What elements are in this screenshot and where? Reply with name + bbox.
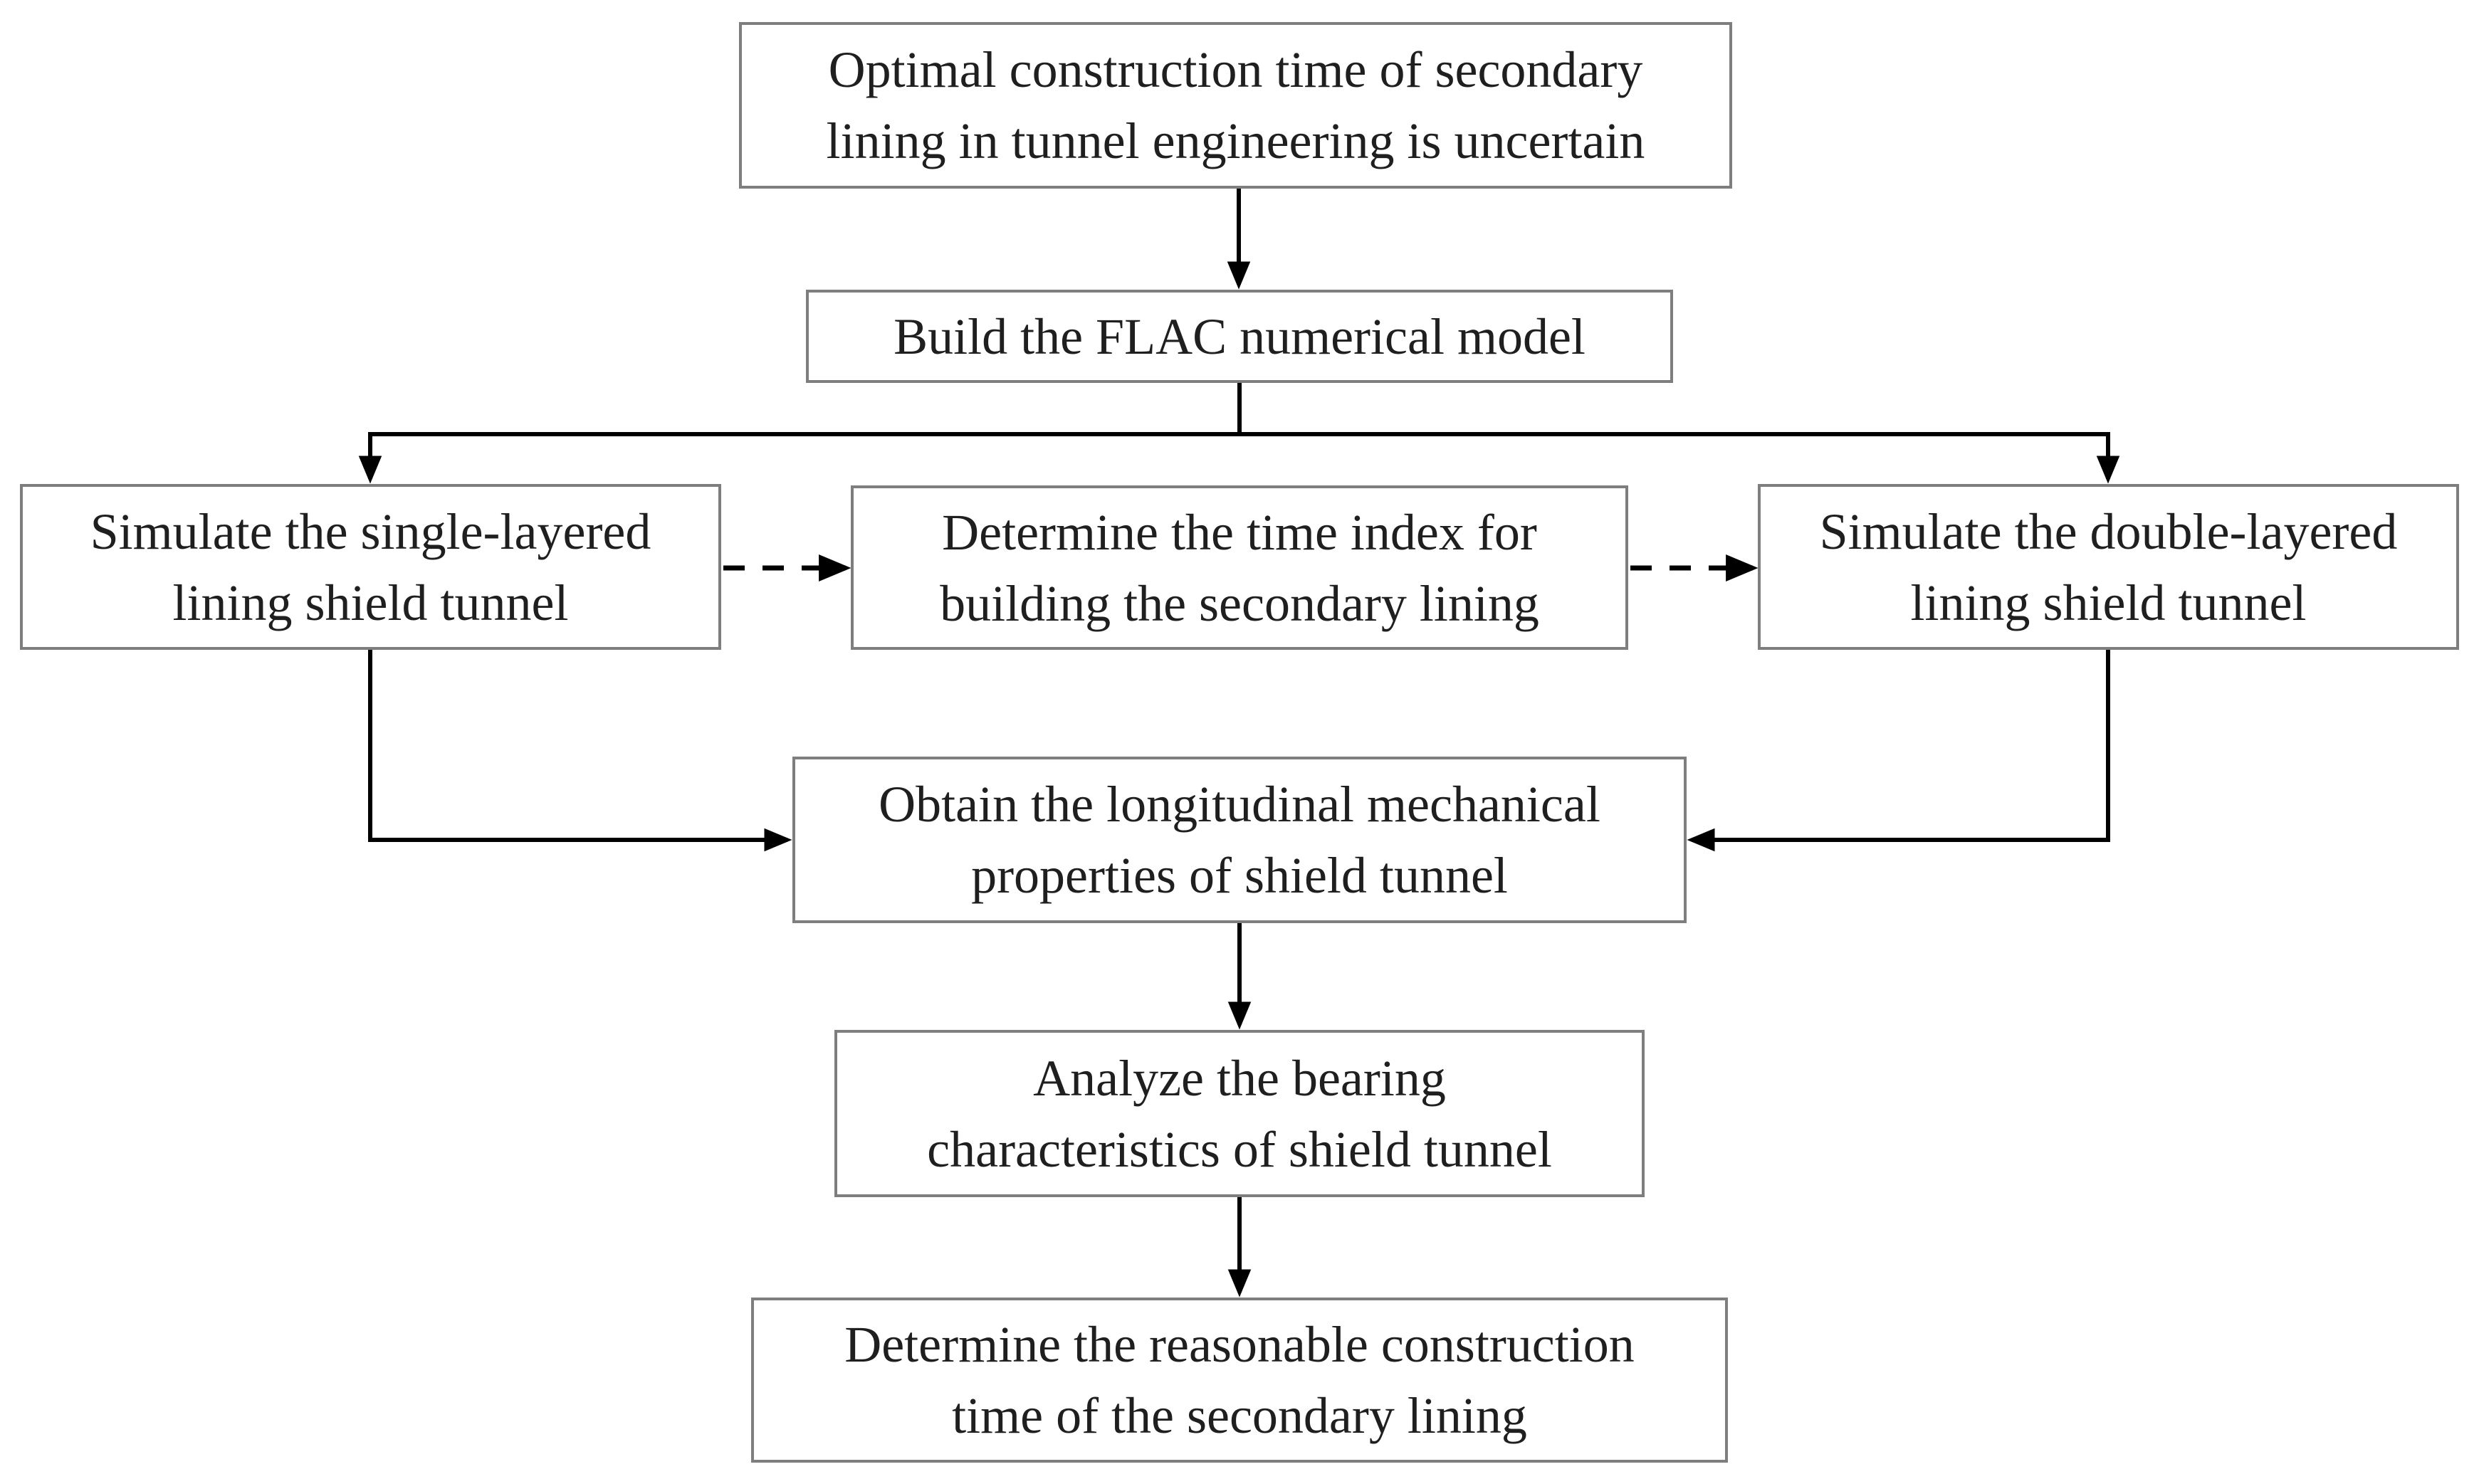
node-determine-time-text: Determine the reasonable construction ti…	[844, 1316, 1635, 1444]
node-single-layered-text: Simulate the single-layered lining shiel…	[90, 502, 651, 631]
node-determine-time: Determine the reasonable construction ti…	[751, 1298, 1728, 1463]
node-time-index-text: Determine the time index for building th…	[940, 503, 1539, 632]
node-problem: Optimal construction time of secondary l…	[739, 22, 1732, 189]
node-problem-text: Optimal construction time of secondary l…	[826, 41, 1645, 169]
node-double-layered: Simulate the double-layered lining shiel…	[1758, 484, 2459, 650]
node-obtain-properties-text: Obtain the longitudinal mechanical prope…	[879, 776, 1600, 904]
node-obtain-properties: Obtain the longitudinal mechanical prope…	[792, 757, 1687, 923]
node-flac-model: Build the FLAC numerical model	[806, 290, 1673, 383]
node-time-index: Determine the time index for building th…	[851, 485, 1628, 650]
node-flac-model-text: Build the FLAC numerical model	[893, 307, 1586, 365]
node-analyze-bearing: Analyze the bearing characteristics of s…	[834, 1030, 1645, 1197]
node-double-layered-text: Simulate the double-layered lining shiel…	[1819, 502, 2398, 631]
edge-single-to-obtain	[368, 650, 792, 852]
edge-double-to-obtain	[1687, 650, 2110, 852]
node-analyze-bearing-text: Analyze the bearing characteristics of s…	[927, 1049, 1552, 1178]
node-single-layered: Simulate the single-layered lining shiel…	[20, 484, 721, 650]
